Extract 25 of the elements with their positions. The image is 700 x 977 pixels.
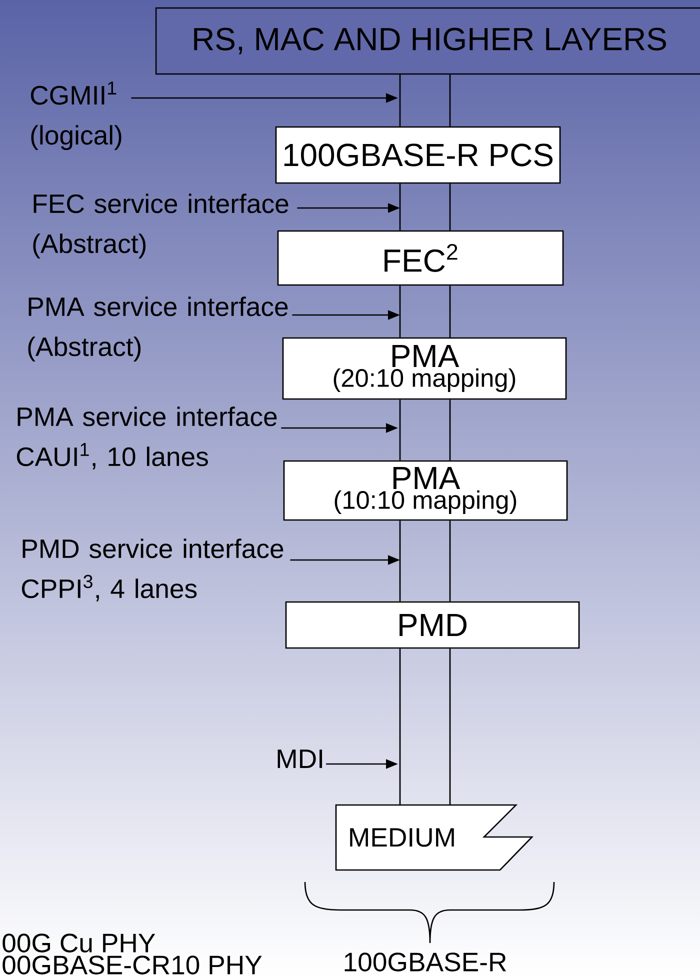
interface-label: PMA service interface CAUI$^{1}$, 10 lanes [16, 406, 277, 470]
layer-box: PMA (20:10 mapping) [282, 337, 567, 400]
layer-box: FEC$^{2}$ [277, 230, 564, 286]
connector-line [449, 520, 451, 602]
connector-line [399, 520, 401, 602]
layer-box: PMA (10:10 mapping) [283, 460, 568, 521]
interface-label: PMD service interface CPPI$^{3}$, 4 lanes [22, 538, 284, 602]
connector-line [399, 74, 401, 126]
connector-line [399, 400, 401, 460]
text-label: 00G Cu PHY [2, 934, 156, 952]
connector-line [399, 286, 401, 338]
connector-line [449, 74, 451, 126]
connector-line [449, 648, 451, 805]
text-label: 00GBASE-CR10 PHY [2, 956, 262, 974]
connector-line [399, 648, 401, 805]
text-label: 100GBASE-R [344, 952, 506, 972]
connector-line [449, 286, 451, 338]
interface-label: CGMII$^{1}$ (logical) [30, 82, 122, 150]
connector-line [449, 184, 451, 230]
layer-box: 100GBASE-R PCS [275, 126, 561, 184]
interface-label: MDI [278, 750, 322, 768]
layer-box: PMD [285, 601, 580, 649]
layer-box: RS, MAC AND HIGHER LAYERS [155, 7, 700, 75]
connector-line [449, 400, 451, 460]
connector-line [399, 184, 401, 230]
